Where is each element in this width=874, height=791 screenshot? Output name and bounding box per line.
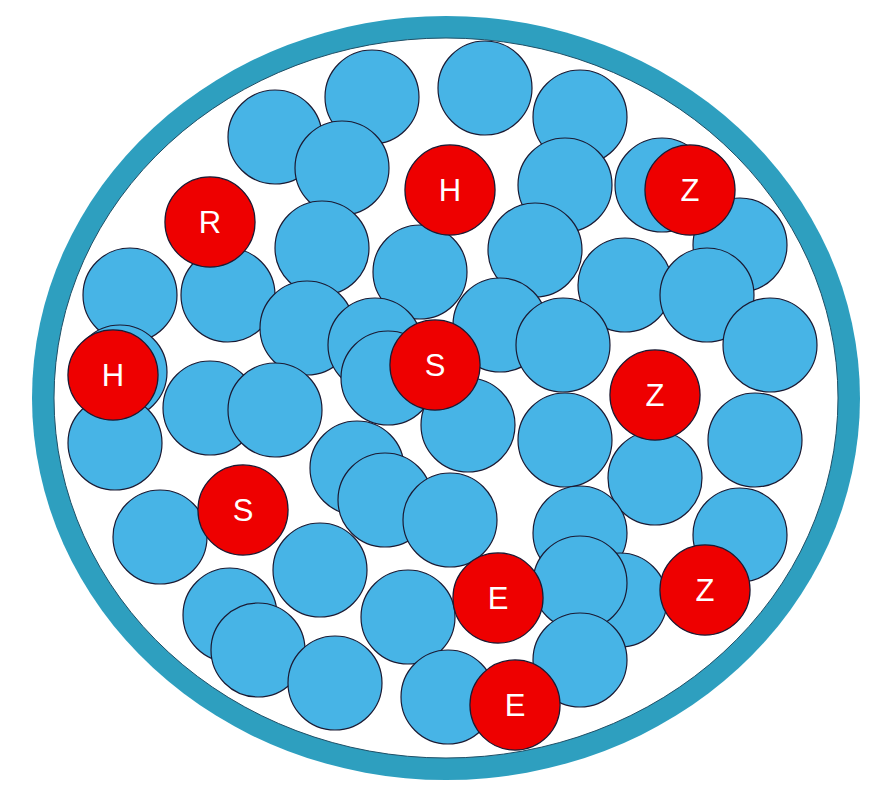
particle-letter: H (404, 144, 496, 236)
blue-particle (295, 121, 389, 215)
blue-particles (68, 41, 817, 744)
blue-particle (228, 363, 322, 457)
inner-space (54, 38, 838, 758)
particle-letter: Z (659, 544, 751, 636)
blue-particle (723, 298, 817, 392)
particle-letter: E (469, 659, 561, 751)
red-particle: S (389, 319, 481, 411)
particle-letter: Z (609, 349, 701, 441)
red-particle: E (469, 659, 561, 751)
particle-letter: H (67, 329, 159, 421)
particle-letter: E (452, 552, 544, 644)
blue-particle (516, 298, 610, 392)
blue-particle (275, 201, 369, 295)
blue-particle (113, 490, 207, 584)
blue-particle (518, 393, 612, 487)
particle-letter: Z (644, 144, 736, 236)
outer-ring (32, 16, 860, 780)
red-particle: H (67, 329, 159, 421)
red-particle: Z (609, 349, 701, 441)
red-particle: S (197, 464, 289, 556)
red-particle: Z (659, 544, 751, 636)
red-particle: H (404, 144, 496, 236)
blue-particle (708, 393, 802, 487)
red-particle: Z (644, 144, 736, 236)
blue-particle (438, 41, 532, 135)
particle-letter: R (164, 176, 256, 268)
blue-particle (361, 570, 455, 664)
particle-letter: S (389, 319, 481, 411)
red-particle: E (452, 552, 544, 644)
blue-particle (273, 523, 367, 617)
red-particle: R (164, 176, 256, 268)
blue-particle (403, 473, 497, 567)
particle-letter: S (197, 464, 289, 556)
blue-particle (288, 636, 382, 730)
